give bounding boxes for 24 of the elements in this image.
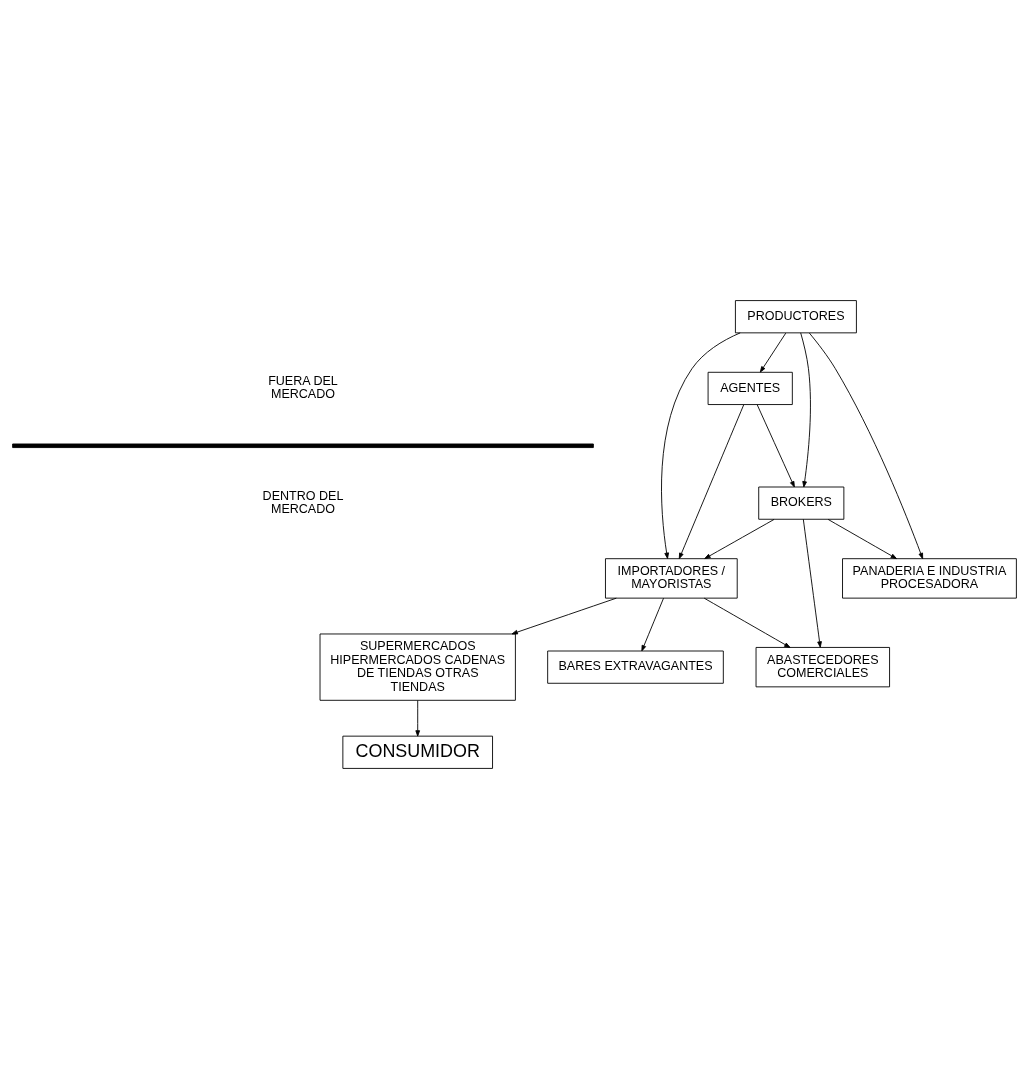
- arrow: [641, 597, 664, 651]
- arrow: [704, 518, 775, 559]
- node-box: SUPERMERCADOS HIPERMERCADOS CADENAS DE TIENDAS OTRAS TIENDAS: [319, 633, 516, 701]
- node-box: BARES EXTRAVAGANTES: [547, 650, 724, 684]
- label: FUERA DEL MERCADO: [268, 373, 338, 401]
- node-box: PANADERIA E INDUSTRIA PROCESADORA: [842, 557, 1017, 599]
- node-box: ABASTECEDORES COMERCIALES: [755, 646, 891, 687]
- arrow: [802, 518, 822, 648]
- arrow: [678, 403, 745, 559]
- arrow: [511, 597, 617, 634]
- arrow: [703, 597, 791, 648]
- node-box: AGENTES: [707, 371, 793, 405]
- label: DENTRO DEL MERCADO: [262, 488, 344, 516]
- arrow: [808, 332, 924, 559]
- node-box: IMPORTADORES / MAYORISTAS: [605, 557, 738, 599]
- arrow: [827, 518, 897, 559]
- node-box: CONSUMIDOR: [342, 735, 493, 769]
- arrow: [415, 699, 421, 737]
- arrow: [756, 403, 795, 487]
- arrow: [759, 332, 787, 372]
- arrow: [661, 331, 741, 559]
- arrow: [800, 331, 811, 487]
- node-box: PRODUCTORES: [734, 299, 857, 333]
- node-box: BROKERS: [758, 486, 845, 520]
